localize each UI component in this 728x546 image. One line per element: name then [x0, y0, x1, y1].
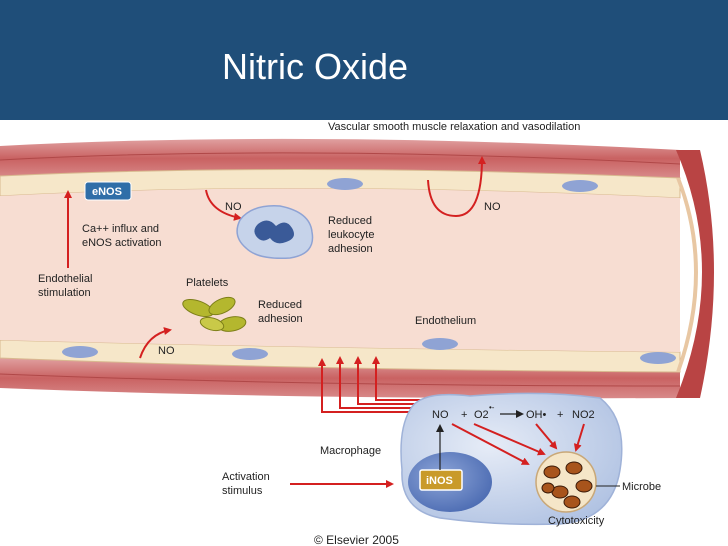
- endothelial-stim-line1: Endothelial: [38, 273, 92, 285]
- vessel-end-inner: [676, 178, 698, 372]
- no-microbe-arrow: [451, 423, 530, 465]
- vessel-lumen: [0, 188, 680, 352]
- platelets-label: Platelets: [186, 277, 229, 289]
- microbe-cell: [563, 495, 581, 509]
- endothelial-nucleus: [562, 180, 598, 192]
- microbe-label: Microbe: [622, 481, 661, 493]
- vessel-wall-top: [0, 138, 680, 178]
- no-leukocyte-label: NO: [225, 201, 242, 213]
- ca-influx-line1: Ca++ influx and: [82, 223, 159, 235]
- slide-title: Nitric Oxide: [222, 46, 409, 87]
- reaction-o2: O2: [474, 409, 489, 421]
- reaction-no: NO: [432, 409, 449, 421]
- macrophage-no-arrow: [372, 356, 432, 401]
- nitric-oxide-diagram: Vascular smooth muscle relaxation and va…: [0, 121, 714, 546]
- no-microbe-arrow: [473, 423, 546, 456]
- endothelial-nucleus: [327, 178, 363, 190]
- vessel-wall-top-line: [0, 152, 681, 165]
- macrophage-no-arrow: [354, 356, 432, 405]
- activation-line2: stimulus: [222, 485, 263, 497]
- endothelial-stim-line2: stimulation: [38, 287, 91, 299]
- slide-header: Nitric Oxide: [0, 0, 728, 120]
- reduced-adhesion-line2: adhesion: [258, 313, 303, 325]
- leukocyte-nucleus: [254, 220, 294, 244]
- smooth-muscle-no-label: NO: [484, 201, 501, 213]
- no2-microbe-arrow: [573, 423, 585, 452]
- vessel-wall-bottom-line: [0, 373, 681, 387]
- platelet: [208, 296, 236, 316]
- reduced-leukocyte-line2: leukocyte: [328, 229, 374, 241]
- inos-box: [419, 469, 463, 491]
- enos-box: [84, 181, 132, 201]
- vessel-end-cap: [676, 150, 714, 398]
- ca-influx-line2: eNOS activation: [82, 237, 161, 249]
- inos-label: iNOS: [426, 475, 453, 487]
- cytotoxicity-label: Cytotoxicity: [548, 515, 605, 527]
- endothelial-nucleus: [640, 352, 676, 364]
- top-caption: Vascular smooth muscle relaxation and va…: [328, 121, 580, 133]
- macrophage-label: Macrophage: [320, 445, 381, 457]
- activation-line1: Activation: [222, 471, 270, 483]
- reaction-no2: NO2: [572, 409, 595, 421]
- reaction-o2-superscript: •-: [489, 403, 495, 412]
- copyright: © Elsevier 2005: [314, 533, 399, 546]
- macrophage-no-arrow: [318, 358, 432, 413]
- microbe-cell: [565, 461, 583, 475]
- endothelium-label: Endothelium: [415, 315, 476, 327]
- reaction-oh: OH•: [526, 409, 547, 421]
- no-platelet-arrow: [139, 327, 172, 359]
- no-leukocyte-arrow: [205, 189, 242, 221]
- microbe-cell: [543, 465, 561, 479]
- endothelial-nucleus: [62, 346, 98, 358]
- microbe-cell: [541, 482, 555, 494]
- oh-microbe-arrow: [535, 423, 558, 450]
- endothelial-nucleus: [422, 338, 458, 350]
- microbe-cell: [575, 479, 593, 493]
- reduced-leukocyte-line3: adhesion: [328, 243, 373, 255]
- platelet: [199, 316, 225, 332]
- macrophage-no-arrow: [336, 356, 432, 409]
- reaction-plus1: +: [461, 409, 467, 421]
- reduced-adhesion-line1: Reduced: [258, 299, 302, 311]
- no-platelet-label: NO: [158, 345, 175, 357]
- reduced-leukocyte-line1: Reduced: [328, 215, 372, 227]
- enos-label: eNOS: [92, 186, 122, 198]
- reaction-plus2: +: [557, 409, 563, 421]
- endothelial-nucleus: [232, 348, 268, 360]
- smooth-muscle-no-arrow: [427, 156, 486, 218]
